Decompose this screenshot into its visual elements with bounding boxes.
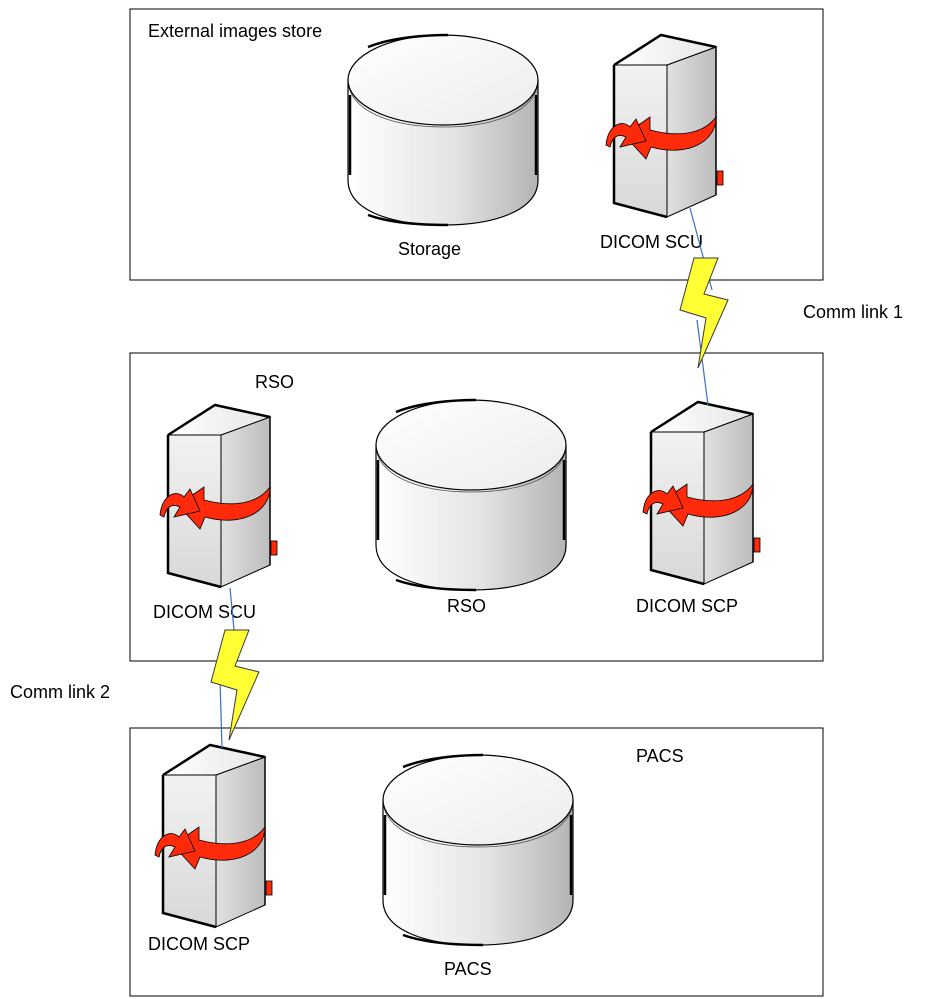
pacs-dicom-scp-label: DICOM SCP [148,934,250,954]
rso-storage-label: RSO [447,596,486,616]
external-dicom-scu-server-icon [604,33,725,219]
pacs-storage-label: PACS [444,959,492,979]
panel-external-title: External images store [148,21,322,41]
comm-link-1-label: Comm link 1 [803,302,903,322]
comm-link-2: Comm link 2 [10,587,260,749]
panel-pacs-title: PACS [636,746,684,766]
storage-label: Storage [398,239,461,259]
panel-external-images-store: External images store Storage DICOM SCU [129,8,824,281]
panel-rso: RSO DICOM SCU RSO DICOM SCP [129,352,824,662]
rso-dicom-scp-server-icon [641,400,762,586]
rso-storage-cylinder-icon [374,398,568,592]
external-dicom-scu-label: DICOM SCU [600,232,703,252]
panel-pacs: PACS DICOM SCP PACS [129,727,824,997]
comm-link-1: Comm link 1 [679,207,903,406]
rso-dicom-scu-server-icon [158,403,279,589]
storage-cylinder-icon [346,33,540,227]
rso-dicom-scp-label: DICOM SCP [636,596,738,616]
comm-link-2-label: Comm link 2 [10,682,110,702]
panel-rso-title: RSO [255,372,294,392]
pacs-dicom-scp-server-icon [153,743,274,929]
rso-dicom-scu-label: DICOM SCU [153,602,256,622]
pacs-storage-cylinder-icon [381,753,575,947]
